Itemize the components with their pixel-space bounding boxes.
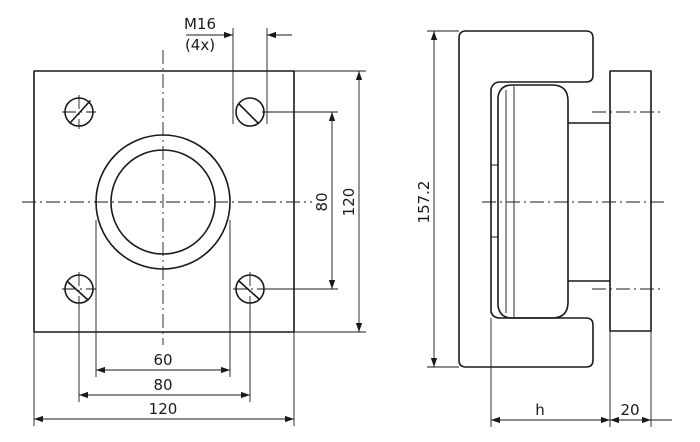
thread-count-label: (4x) (185, 36, 215, 54)
dim-h: h (490, 318, 611, 427)
dim-label-120-vertical: 120 (340, 188, 358, 217)
dim-label-157-2: 157.2 (415, 181, 433, 224)
dim-overall-height: 157.2 (415, 30, 459, 368)
bearing-body (497, 84, 569, 319)
dim-label-80-horizontal: 80 (153, 376, 172, 394)
side-view: 157.2 h 20 (415, 30, 672, 427)
front-view: M16 (4x) 80 120 60 80 (22, 15, 366, 426)
dim-hole-spacing-horizontal: 80 (78, 303, 251, 402)
side-flange-plate (609, 70, 652, 332)
thread-size-label: M16 (184, 15, 216, 33)
dim-plate-width: 120 (33, 332, 295, 426)
dim-hole-spacing-vertical: 80 (262, 111, 338, 290)
dim-bore-width: 60 (95, 220, 231, 377)
dim-plate-height: 120 (294, 70, 366, 333)
dim-label-20: 20 (620, 401, 639, 419)
dim-label-120-horizontal: 120 (149, 400, 178, 418)
c-housing-outline (458, 30, 594, 368)
bolt-hole-top-right (235, 97, 265, 127)
thread-callout: M16 (4x) (184, 15, 292, 124)
dim-flange-thickness: 20 (610, 331, 672, 427)
dim-label-60: 60 (153, 351, 172, 369)
seal-strip (490, 164, 499, 238)
square-flange-plate (33, 70, 295, 333)
dim-label-80-vertical: 80 (313, 192, 331, 211)
dim-label-h: h (535, 401, 545, 419)
